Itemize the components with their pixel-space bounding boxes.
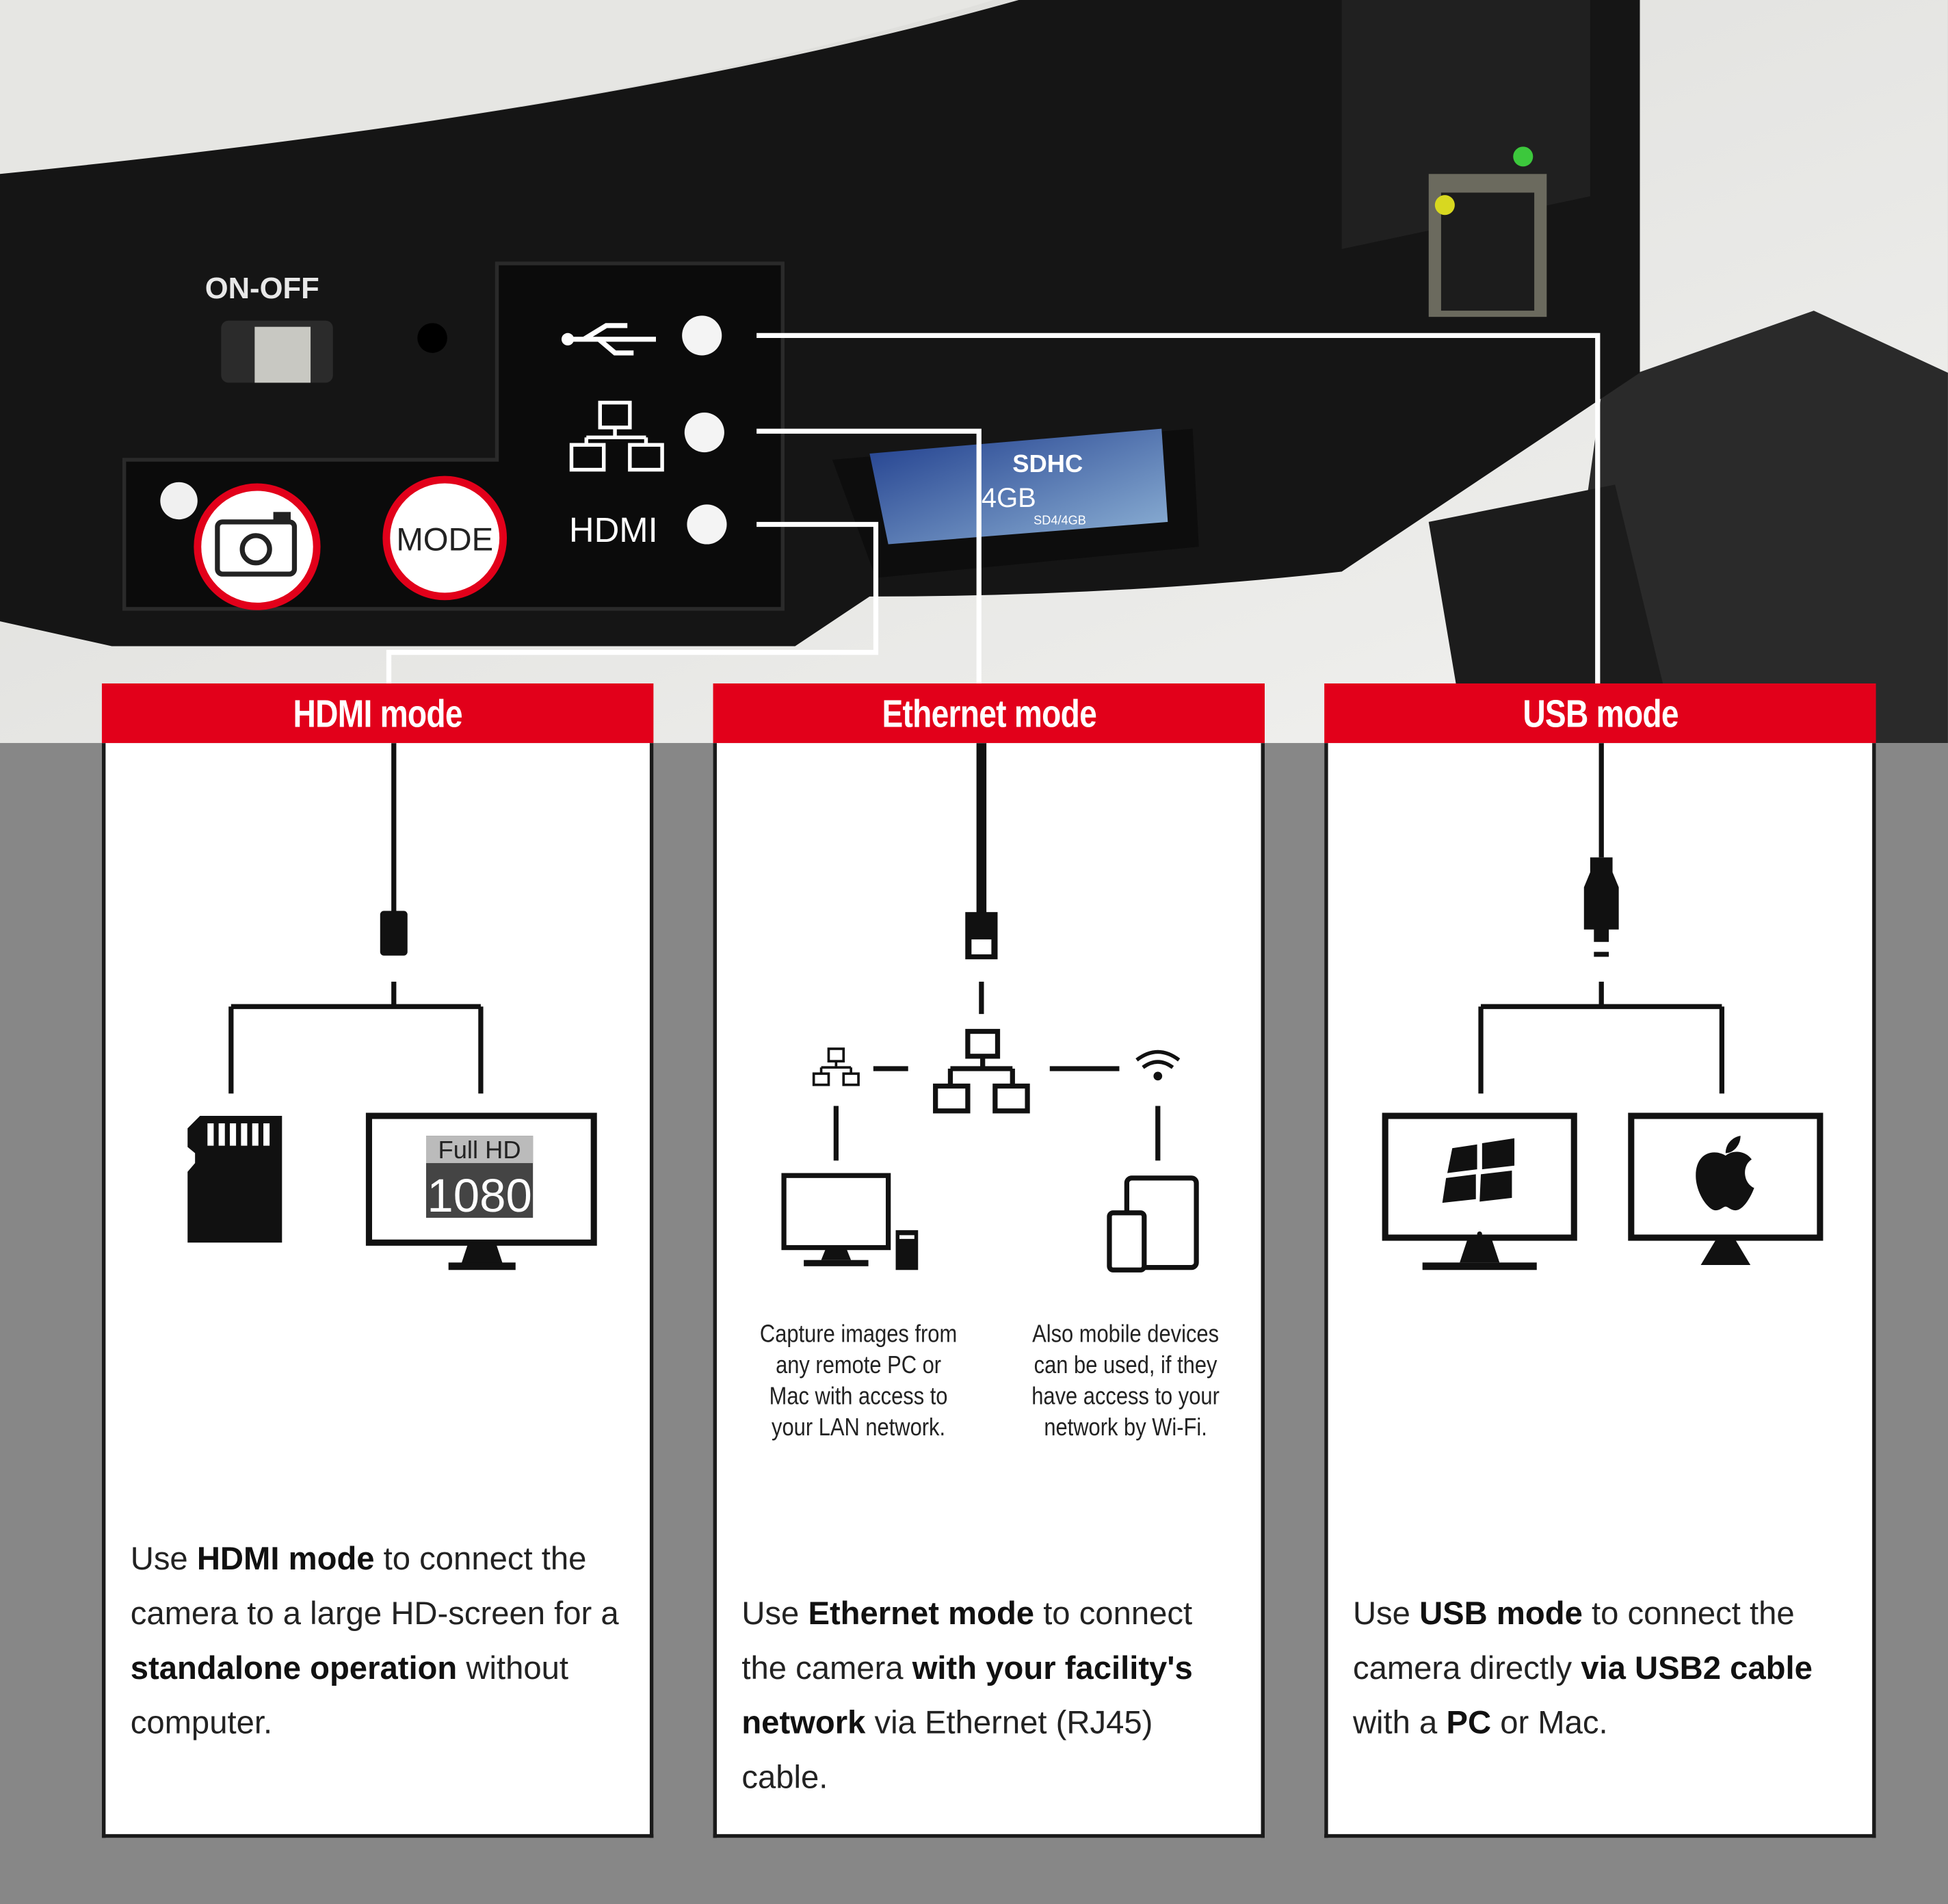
monitor-icon: Full HD 1080 [365,1112,597,1270]
apple-logo-icon [1696,1136,1754,1211]
emphasis-text: via USB2 cable [1581,1649,1813,1686]
network-icon [569,400,664,472]
usb-mode-panel: Use USB mode to connect the camera direc… [1324,743,1876,1838]
resolution-label: 1080 [427,1169,531,1222]
network-switch-icon [933,1028,1030,1114]
sd-card [869,428,1168,545]
ethernet-led [684,413,724,453]
description-text: without computer. [130,1649,569,1741]
camera-device-photo: ON-OFF HDMI MODE SDHC 4GB SD4/4GB [0,0,1948,744]
description-text: Use [130,1539,197,1577]
hdmi-diagram: Full HD 1080 [187,743,597,1270]
led-yellow [1434,195,1455,216]
ethernet-description: Use Ethernet mode to connect the camera … [741,1586,1246,1805]
lan-icon [812,1047,860,1086]
sd-card-icon [187,1116,282,1243]
hdmi-plug-icon [380,911,408,956]
sd-card-capacity: 4GB [982,483,1036,513]
emphasis-text: PC [1446,1704,1492,1741]
hdmi-description: Use HDMI mode to connect the camera to a… [131,1531,635,1750]
sd-card-logo: SDHC [1012,449,1083,478]
description-text: Use [741,1594,808,1632]
switch-label: ON-OFF [205,272,319,305]
lan-caption: Capture images from any remote PC or Mac… [759,1320,958,1442]
hdmi-led [687,504,727,545]
description-text: or Mac. [1491,1704,1608,1741]
description-text: Use [1352,1594,1420,1632]
ethernet-mode-header: Ethernet mode [713,683,1265,744]
camera-icon [215,512,298,577]
description-text: to connect the camera to a large HD-scre… [130,1539,619,1632]
sd-card-model: SD4/4GB [1034,513,1086,527]
description-text: to connect the camera [741,1594,1193,1686]
windows-logo-icon [1442,1138,1515,1203]
wifi-icon [1135,1049,1181,1081]
usb-mode-header: USB mode [1324,683,1876,744]
usb-icon [568,323,657,356]
wifi-caption: Also mobile devices can be used, if they… [1031,1320,1220,1442]
emphasis-text: Ethernet mode [808,1594,1035,1632]
desktop-pc-icon [781,1173,919,1270]
description-text: with a [1352,1704,1447,1741]
emphasis-text: USB mode [1419,1594,1583,1632]
usb-diagram [1382,743,1824,1270]
emphasis-text: HDMI mode [196,1539,375,1577]
mode-button-label: MODE [396,522,493,558]
emphasis-text: standalone operation [130,1649,458,1686]
rj45-port [1440,192,1535,311]
mobile-devices-icon [1107,1175,1199,1273]
connector-lines [386,332,1601,683]
ethernet-mode-panel: Capture images from any remote PC or Mac… [713,743,1265,1838]
usb-description: Use USB mode to connect the camera direc… [1353,1586,1857,1750]
hdmi-mode-panel: Full HD 1080 Use HDMI mode to connect th… [101,743,654,1838]
mac-icon [1628,1112,1824,1265]
usb-plug-icon [1583,857,1619,957]
hdmi-mode-header: HDMI mode [101,683,654,744]
windows-pc-icon [1382,1112,1577,1270]
description-text: via Ethernet (RJ45) cable. [741,1704,1153,1796]
hdmi-port-label: HDMI [569,510,658,549]
emphasis-text: with your facility's network [741,1649,1193,1741]
mode-button[interactable] [382,475,508,601]
full-hd-label: Full HD [438,1136,521,1164]
led-green [1513,146,1534,167]
description-text: to connect the camera directly [1352,1594,1795,1686]
usb-led [682,315,722,356]
ethernet-diagram [781,743,1199,1273]
